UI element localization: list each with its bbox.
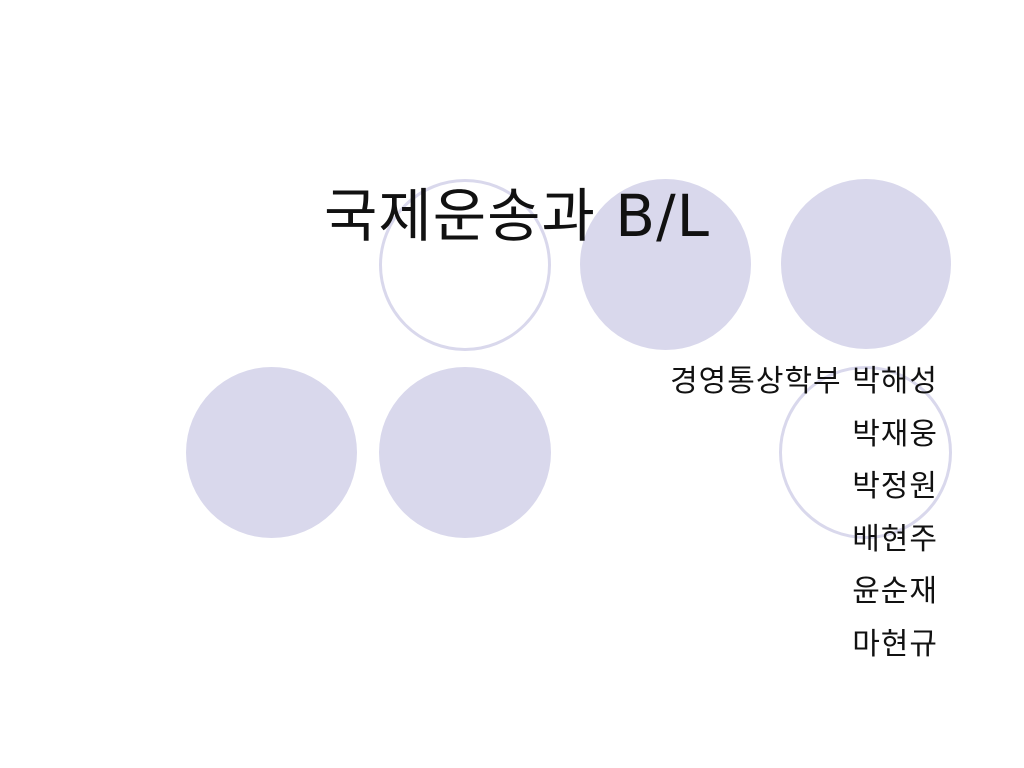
presenter-line: 박정원 — [852, 469, 938, 504]
presenter-list: 경영통상학부 박해성 박재웅 박정원 배현주 윤순재 마현규 — [670, 356, 938, 671]
filled-circle-decoration — [379, 367, 551, 538]
filled-circle-decoration — [186, 367, 357, 538]
presenter-line-department: 경영통상학부 박해성 — [670, 364, 938, 399]
presenter-line: 배현주 — [852, 521, 938, 557]
presenter-line: 윤순재 — [852, 574, 938, 609]
presenter-line: 박재웅 — [852, 416, 938, 452]
presenter-line: 마현규 — [852, 626, 938, 662]
filled-circle-decoration — [781, 179, 951, 349]
outline-circle-decoration — [779, 366, 952, 539]
slide-title: 국제운송과 B/L — [324, 182, 710, 250]
outline-circle-decoration — [379, 179, 551, 351]
filled-circle-decoration — [580, 179, 751, 350]
